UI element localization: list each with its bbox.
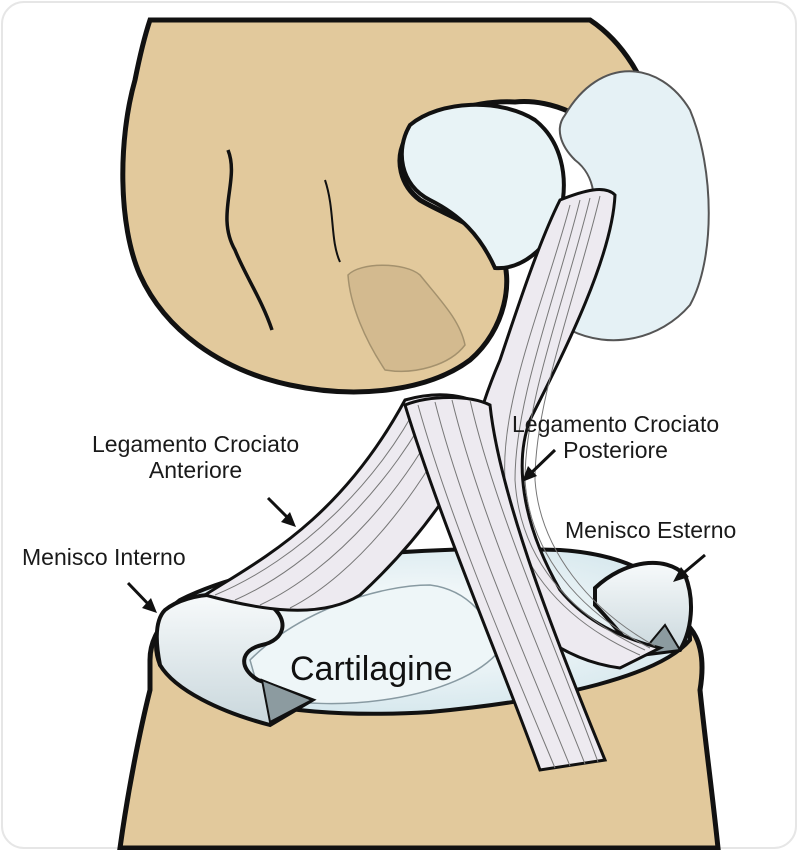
- lateral-meniscus-label: Menisco Esterno: [565, 518, 736, 544]
- cartilage-label: Cartilagine: [290, 650, 453, 688]
- pcl-label: Legamento Crociato Posteriore: [512, 412, 719, 464]
- acl-label-line1: Legamento Crociato: [92, 432, 299, 458]
- pcl-label-line1: Legamento Crociato: [512, 412, 719, 438]
- acl-label-line2: Anteriore: [92, 458, 299, 484]
- medial-meniscus-label: Menisco Interno: [22, 545, 186, 571]
- pcl-label-line2: Posteriore: [512, 438, 719, 464]
- acl-label: Legamento Crociato Anteriore: [92, 432, 299, 484]
